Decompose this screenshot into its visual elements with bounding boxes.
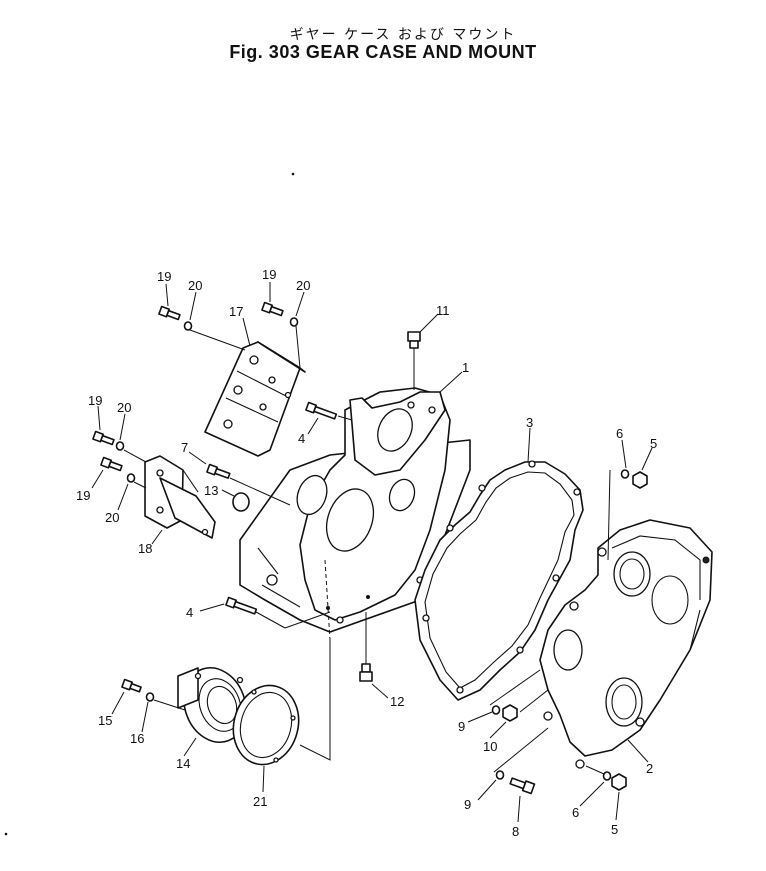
- callout-4: 4: [186, 605, 193, 620]
- figure-title: Fig. 303 GEAR CASE AND MOUNT: [229, 42, 537, 62]
- callout-19: 19: [88, 393, 102, 408]
- callout-18: 18: [138, 541, 152, 556]
- part-2-gear-case-cover: [539, 519, 713, 769]
- figure-title-japanese: ギヤー ケース および マウント: [289, 27, 517, 43]
- part-12-plug: [359, 663, 373, 682]
- callout-7: 7: [181, 440, 188, 455]
- callout-20: 20: [188, 278, 202, 293]
- fasteners: [92, 301, 648, 795]
- part-18-bracket: [144, 455, 216, 539]
- callout-12: 12: [390, 694, 404, 709]
- callout-4: 4: [298, 431, 305, 446]
- callout-13: 13: [204, 483, 218, 498]
- part-11-plug: [407, 331, 421, 349]
- callout-5: 5: [611, 822, 618, 837]
- callout-21: 21: [253, 794, 267, 809]
- callout-2: 2: [646, 761, 653, 776]
- callout-14: 14: [176, 756, 190, 771]
- callout-20: 20: [296, 278, 310, 293]
- speck: [4, 832, 8, 836]
- callout-19: 19: [76, 488, 90, 503]
- callout-6: 6: [616, 426, 623, 441]
- callout-20: 20: [117, 400, 131, 415]
- part-3-gasket: [414, 460, 584, 701]
- callout-leaders: [91, 282, 653, 823]
- callout-16: 16: [130, 731, 144, 746]
- callout-labels: 19 20 17 19 20 11 1 19 20 4 7 3 6 5 13 1…: [76, 267, 657, 839]
- callout-8: 8: [512, 824, 519, 839]
- callout-19: 19: [157, 269, 171, 284]
- callout-9: 9: [458, 719, 465, 734]
- part-1-gear-housing: [239, 387, 471, 633]
- callout-1: 1: [462, 360, 469, 375]
- callout-17: 17: [229, 304, 243, 319]
- callout-19: 19: [262, 267, 276, 282]
- assembly-lines: [123, 325, 611, 775]
- callout-10: 10: [483, 739, 497, 754]
- callout-3: 3: [526, 415, 533, 430]
- callout-15: 15: [98, 713, 112, 728]
- part-17-mount-plate: [204, 341, 306, 457]
- callout-9: 9: [464, 797, 471, 812]
- callout-5: 5: [650, 436, 657, 451]
- callout-11: 11: [436, 303, 450, 318]
- callout-6: 6: [572, 805, 579, 820]
- callout-20: 20: [105, 510, 119, 525]
- speck: [291, 172, 295, 176]
- part-13-plug: [232, 492, 250, 512]
- part-21-gasket-ring: [232, 684, 300, 766]
